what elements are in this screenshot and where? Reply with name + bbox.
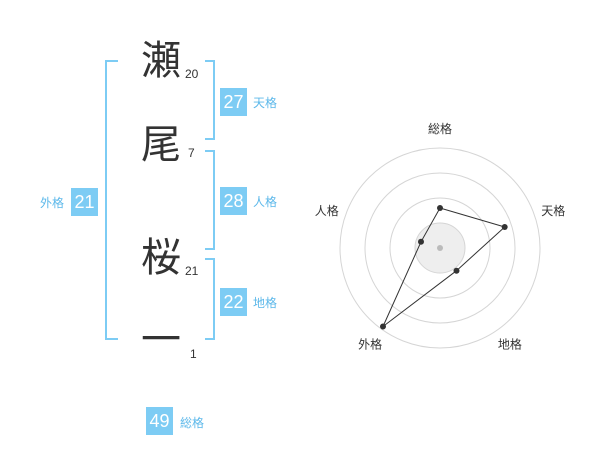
stroke-count-1: 20	[185, 67, 199, 81]
bracket-chikaku	[205, 258, 215, 340]
radar-ring-2	[389, 197, 491, 299]
chikaku-badge: 22	[220, 288, 247, 316]
bracket-jinkaku	[205, 150, 215, 250]
name-char-3: 桜	[141, 235, 181, 281]
radar-axis-label-1: 総格	[428, 121, 452, 136]
radar-point-3	[453, 267, 460, 274]
soukaku-label: 総格	[180, 416, 205, 430]
radar-axis-label-3: 地格	[498, 336, 522, 351]
radar-ring-3	[364, 172, 516, 324]
stroke-count-2: 7	[188, 146, 195, 160]
radar-point-1	[437, 205, 443, 211]
name-char-2: 尾	[141, 122, 181, 168]
radar-ring-4	[339, 147, 541, 349]
radar-center	[437, 245, 443, 251]
radar-axis-label-4: 外格	[358, 336, 382, 351]
bracket-gaikaku	[105, 60, 118, 340]
tenkaku-label: 天格	[253, 96, 278, 110]
radar-point-5	[418, 238, 424, 245]
jinkaku-badge: 28	[220, 187, 247, 215]
gaikaku-label: 外格	[40, 196, 65, 210]
name-char-4: 一	[141, 317, 181, 363]
chikaku-label: 地格	[253, 296, 278, 310]
bracket-tenkaku	[205, 60, 215, 140]
soukaku-badge: 49	[146, 407, 173, 435]
radar-axis-label-5: 人格	[315, 203, 339, 218]
radar-point-4	[380, 323, 386, 330]
gaikaku-badge: 21	[71, 188, 98, 216]
name-char-1: 瀬	[141, 38, 181, 84]
radar-point-2	[501, 224, 508, 230]
radar-series-polygon	[382, 207, 506, 327]
stroke-count-4: 1	[190, 347, 197, 361]
jinkaku-label: 人格	[253, 195, 278, 209]
stroke-count-3: 21	[185, 264, 199, 278]
radar-axis-label-2: 天格	[541, 203, 565, 218]
tenkaku-badge: 27	[220, 88, 247, 116]
brackets	[105, 60, 215, 340]
